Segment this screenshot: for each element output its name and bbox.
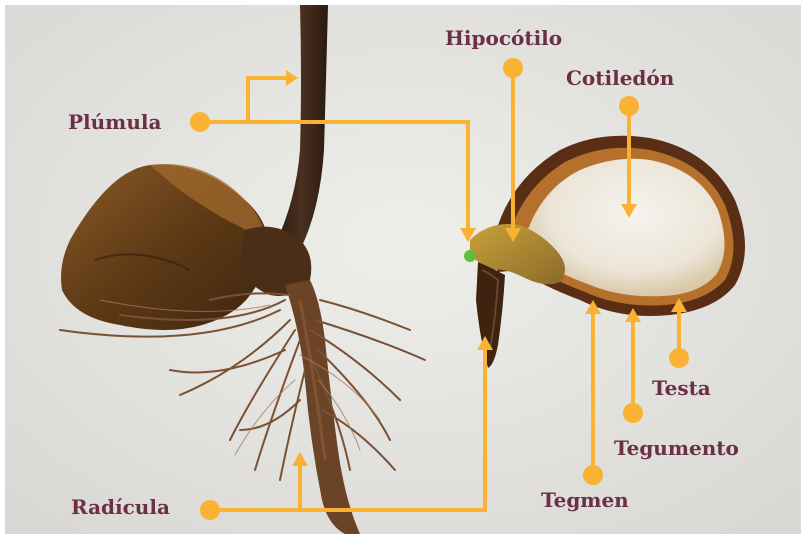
label-tegmen: Tegmen xyxy=(541,490,629,510)
label-radicula: Radícula xyxy=(71,497,170,517)
label-hipocotilo: Hipocótilo xyxy=(445,28,562,48)
label-testa: Testa xyxy=(652,378,711,398)
label-tegumento: Tegumento xyxy=(614,438,739,458)
label-plumula: Plúmula xyxy=(68,112,161,132)
label-cotiledon: Cotiledón xyxy=(566,68,674,88)
